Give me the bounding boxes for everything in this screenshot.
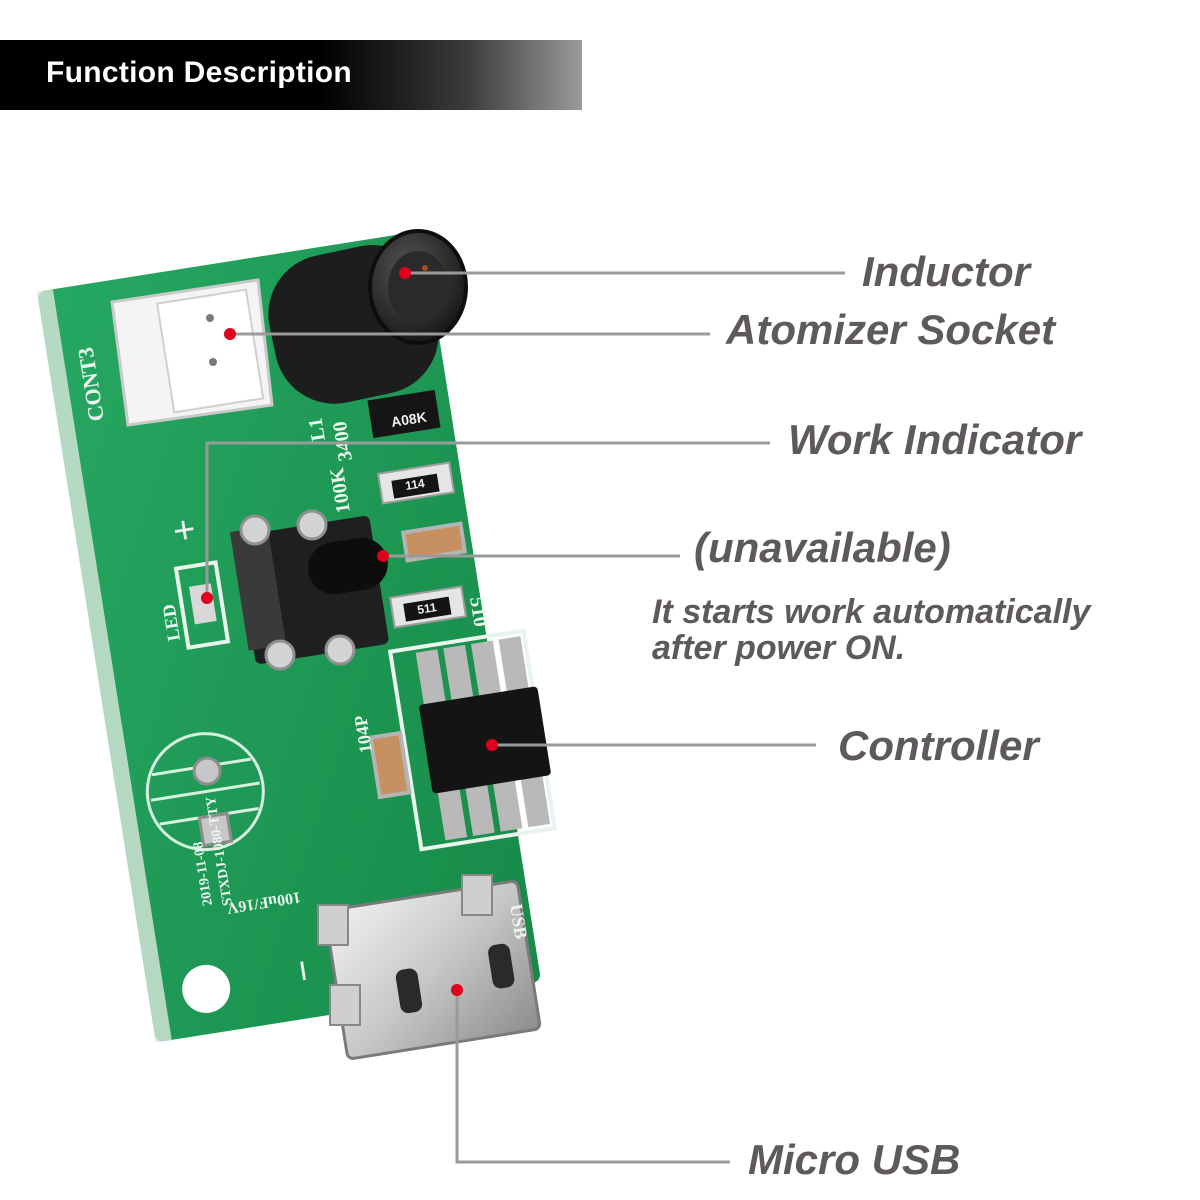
label-atomizer-socket: Atomizer Socket (726, 306, 1056, 353)
diode-part (367, 389, 441, 439)
silk-resistor2-value: 510 (465, 595, 491, 628)
micro-usb-part (317, 874, 542, 1060)
cap-104p-part (368, 730, 412, 800)
dot-controller (486, 739, 498, 751)
title-banner: Function Description (0, 40, 582, 110)
label-controller: Controller (838, 722, 1039, 769)
diode-code: A08K (390, 409, 428, 430)
dot-work-indicator (201, 592, 213, 604)
leader-work-indicator (205, 441, 770, 598)
dot-button (377, 550, 389, 562)
dot-micro-usb (451, 984, 463, 996)
atomizer-socket-part (110, 278, 274, 427)
label-work-indicator: Work Indicator (788, 416, 1082, 463)
resistor2-code: 511 (416, 600, 438, 617)
silk-circle (145, 732, 265, 852)
label-inductor: Inductor (862, 248, 1030, 295)
controller-part (387, 628, 558, 852)
label-button-note-2: after power ON. (652, 629, 906, 667)
label-button-note-1: It starts work automatically (652, 593, 1091, 631)
resistor1-code: 114 (404, 476, 426, 493)
label-micro-usb: Micro USB (748, 1136, 961, 1183)
leader-micro-usb (455, 990, 730, 1164)
dot-inductor (399, 267, 411, 279)
dot-atomizer (224, 328, 236, 340)
pcb-edge (37, 289, 172, 1043)
led-outline (173, 560, 231, 650)
label-button: (unavailable) (694, 524, 951, 571)
silk-inductor-ref: L1 (305, 416, 330, 442)
banner-title: Function Description (46, 56, 352, 89)
mounting-hole (182, 964, 231, 1013)
leader-lines (205, 271, 845, 1164)
button-part (229, 509, 389, 671)
